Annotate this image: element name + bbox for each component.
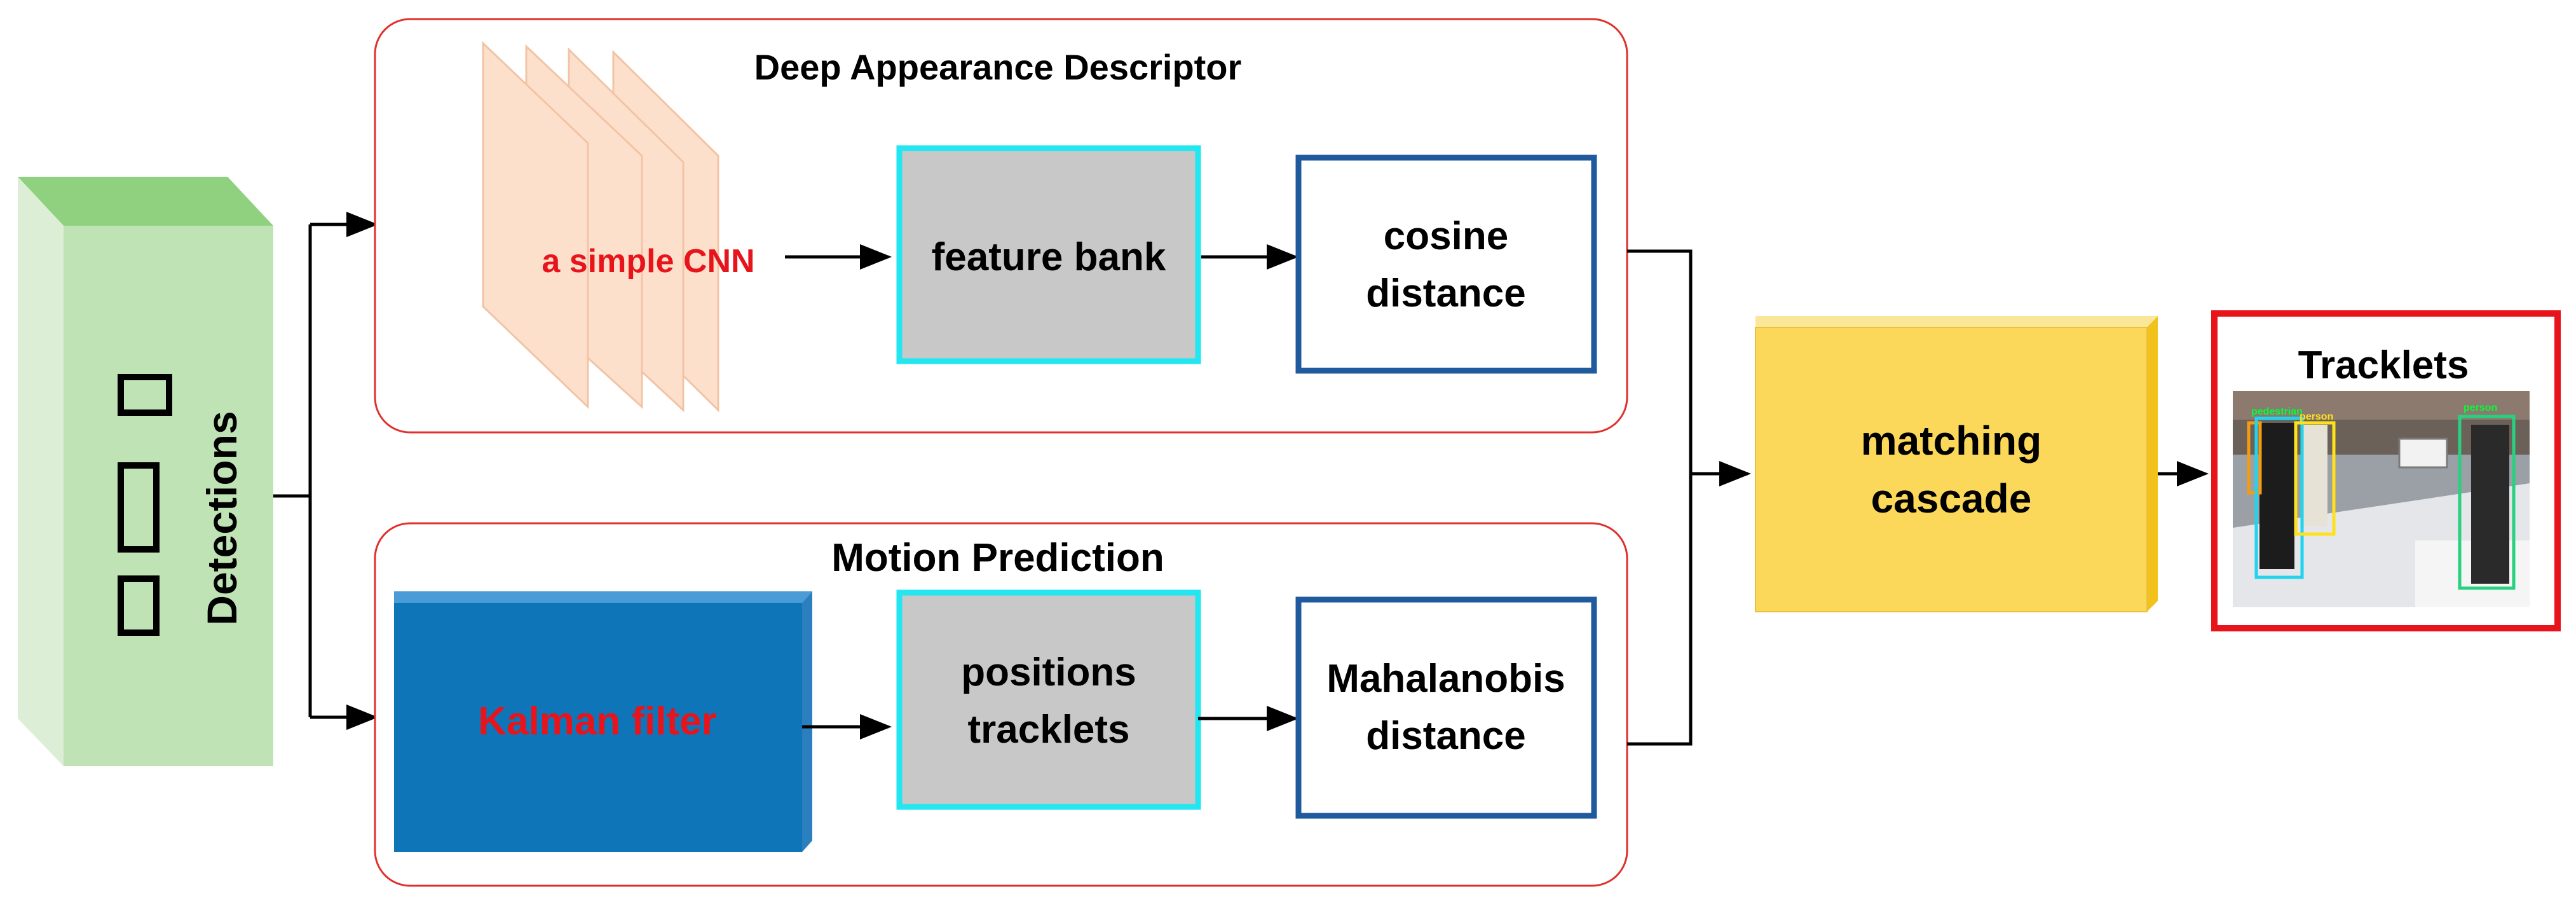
- track-box: [2458, 415, 2516, 590]
- deep-appearance-title: Deep Appearance Descriptor: [754, 47, 1242, 87]
- cnn-label: a simple CNN: [542, 243, 754, 280]
- kalman-filter-label: Kalman filter: [478, 699, 717, 743]
- track-tag: person: [2464, 402, 2497, 413]
- track-box: [2247, 421, 2262, 495]
- track-box: [2254, 416, 2304, 579]
- mahalanobis-distance-box: [1295, 596, 1597, 819]
- cnn-layer: [482, 41, 589, 409]
- detections-block: Detections: [18, 177, 273, 766]
- photo-person: [2259, 423, 2294, 569]
- tracklets-photo: pedestrian person person: [2233, 391, 2530, 607]
- cosine-distance-label-line2: distance: [1366, 272, 1526, 315]
- detection-box-icon: [118, 462, 160, 553]
- motion-prediction-title: Motion Prediction: [831, 536, 1164, 580]
- positions-tracklets-box: [896, 589, 1201, 810]
- photo-person: [2301, 425, 2327, 526]
- tracklets-panel: Tracklets pedestrian person person: [2211, 310, 2561, 631]
- matching-cascade-top: [1755, 316, 2158, 327]
- kalman-box-side: [802, 591, 812, 852]
- matching-cascade-side: [2147, 316, 2158, 612]
- track-tag: pedestrian: [2251, 406, 2303, 417]
- tracklets-title: Tracklets: [2298, 343, 2469, 387]
- detections-connectors: [273, 212, 378, 730]
- matching-cascade-label-line1: matching: [1861, 418, 2041, 464]
- cosine-distance-box: [1295, 155, 1597, 374]
- cosine-distance-label-line1: cosine: [1384, 214, 1508, 258]
- detections-block-front: [64, 226, 273, 766]
- cascade-connectors: [1627, 249, 1751, 746]
- photo-person: [2471, 425, 2509, 584]
- matching-cascade-label-line2: cascade: [1871, 476, 2032, 521]
- detection-box-icon: [118, 374, 172, 416]
- detections-label: Detections: [198, 411, 245, 625]
- cnn-layers: [482, 41, 719, 413]
- track-tag: person: [2300, 411, 2333, 422]
- track-box: [2294, 421, 2336, 536]
- detections-block-top: [18, 177, 273, 226]
- kalman-box-top: [394, 591, 812, 603]
- matching-cascade-block: matching cascade: [1755, 316, 2158, 612]
- matching-cascade-box: [1755, 327, 2148, 612]
- feature-bank-label: feature bank: [932, 235, 1166, 279]
- feature-bank-box: [896, 145, 1201, 364]
- motion-prediction-panel: Motion Prediction Kalman filter position…: [374, 522, 1628, 887]
- kalman-filter-box: [394, 603, 802, 852]
- mahalanobis-distance-label-line1: Mahalanobis: [1326, 657, 1565, 701]
- photo-parked-car: [2398, 437, 2448, 469]
- detections-block-side: [18, 177, 64, 766]
- deep-appearance-panel: Deep Appearance Descriptor a simple CNN …: [374, 18, 1628, 434]
- mahalanobis-distance-label-line2: distance: [1366, 714, 1526, 758]
- detection-box-icon: [118, 575, 160, 636]
- positions-tracklets-label-line2: tracklets: [967, 708, 1129, 752]
- positions-tracklets-label-line1: positions: [961, 650, 1136, 694]
